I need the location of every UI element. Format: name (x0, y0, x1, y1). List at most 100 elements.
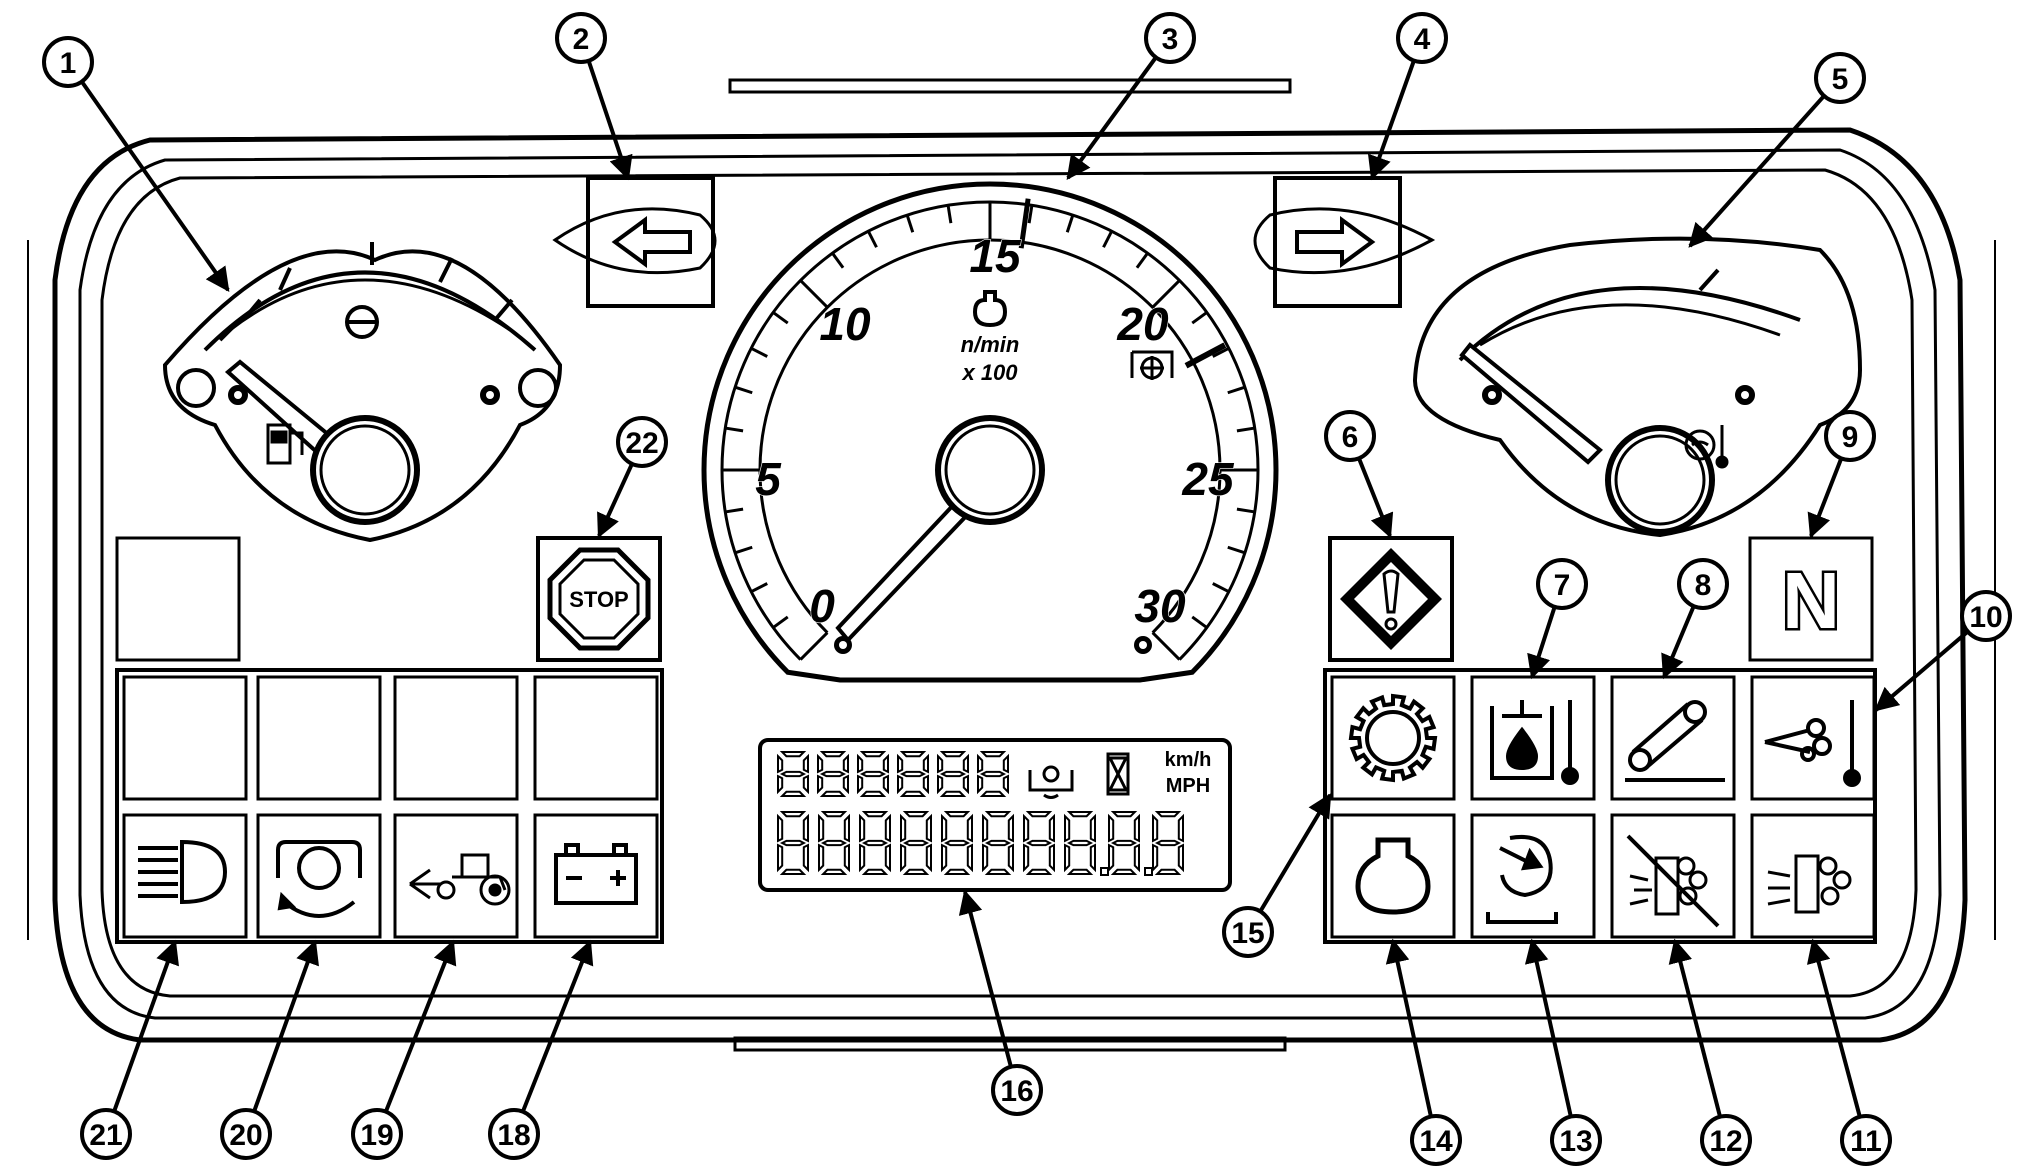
svg-text:30: 30 (1134, 580, 1186, 632)
engine-oil-icon (972, 290, 1008, 328)
tachometer-scale-label-20: 20 (1116, 297, 1170, 350)
air-restriction-indicator (1470, 813, 1596, 939)
tachometer-scale-label-15: 15 (969, 229, 1023, 282)
drive-belt-indicator (1610, 675, 1736, 801)
callout-3: 3 (1066, 12, 1196, 180)
callout-label-11: 11 (1850, 1125, 1882, 1158)
neutral-label: N (1782, 556, 1840, 645)
callout-14: 14 (1385, 938, 1462, 1166)
glow-plug-crossed-icon (1626, 834, 1720, 928)
tachometer-unit-multiplier: x 100 (961, 360, 1018, 385)
callout-18: 18 (488, 939, 594, 1160)
engine-oil-pressure-indicator (1330, 813, 1456, 939)
turbo-icon (1486, 835, 1558, 924)
blank-indicator-2 (256, 675, 382, 801)
air-filter-icon (1767, 854, 1852, 914)
callout-4: 4 (1367, 12, 1448, 181)
air-filter-clogged-indicator (1750, 813, 1876, 939)
blank-indicator-4 (533, 675, 659, 801)
callout-15: 15 (1222, 792, 1332, 958)
battery-icon (554, 843, 638, 905)
callout-label-14: 14 (1419, 1125, 1453, 1158)
callout-label-13: 13 (1559, 1125, 1592, 1158)
callout-label-12: 12 (1709, 1125, 1742, 1158)
headlight-icon (138, 839, 228, 905)
callout-label-1: 1 (60, 47, 77, 80)
callout-label-9: 9 (1842, 421, 1859, 454)
svg-text:0: 0 (809, 580, 835, 632)
hourglass-icon (1106, 752, 1130, 796)
svg-text:10: 10 (819, 298, 871, 350)
callout-22: 22 (597, 416, 668, 539)
callout-8: 8 (1661, 558, 1729, 680)
callout-label-21: 21 (89, 1119, 122, 1152)
callout-label-22: 22 (625, 427, 658, 460)
callout-label-6: 6 (1342, 421, 1359, 454)
tachometer-scale-label-5: 5 (755, 452, 783, 505)
callout-label-16: 16 (1000, 1075, 1033, 1108)
stop-label: STOP (569, 587, 629, 612)
neutral-indicator: N (1748, 536, 1874, 662)
lcd-odometer-row (777, 751, 1009, 797)
air-intake-temperature-icon (1764, 700, 1861, 787)
tachometer-scale-label-30: 30 (1134, 579, 1187, 632)
pto-engaged-indicator (256, 813, 382, 939)
battery-charge-indicator (533, 813, 659, 939)
callout-label-3: 3 (1162, 23, 1179, 56)
hydraulic-oil-temperature-icon (1490, 700, 1579, 785)
blank-indicator-1 (122, 675, 248, 801)
tachometer-hub (935, 415, 1045, 525)
headlight-high-beam-indicator (122, 813, 248, 939)
tachometer-scale-label-10: 10 (819, 297, 872, 350)
svg-text:15: 15 (969, 230, 1022, 282)
transmission-indicator (1330, 675, 1456, 801)
callout-label-4: 4 (1414, 23, 1431, 56)
tachometer-scale-label-0: 0 (809, 579, 836, 632)
callout-9: 9 (1807, 410, 1876, 539)
callout-21: 21 (80, 939, 179, 1160)
callout-label-18: 18 (497, 1119, 530, 1152)
callout-6: 6 (1324, 410, 1394, 539)
stop-warning-indicator: STOP (536, 536, 662, 662)
callout-12: 12 (1668, 938, 1752, 1166)
lcd-main-row (777, 811, 1184, 876)
fuel-gauge (162, 242, 563, 543)
arrow-right-icon (1295, 216, 1376, 268)
tachometer-ticks (720, 198, 1260, 661)
callout-10: 10 (1874, 590, 2012, 712)
turn-right-indicator (1253, 176, 1436, 308)
callout-label-8: 8 (1695, 569, 1712, 602)
svg-text:20: 20 (1116, 298, 1169, 350)
callout-20: 20 (220, 939, 319, 1160)
svg-text:25: 25 (1181, 453, 1235, 505)
svg-text:5: 5 (755, 453, 782, 505)
lcd-unit-mph: MPH (1166, 775, 1210, 797)
callout-1: 1 (42, 36, 230, 292)
master-warning-indicator (1328, 536, 1454, 662)
right-warning-panel (1323, 668, 1877, 944)
callout-label-2: 2 (573, 23, 590, 56)
pto-icon (1130, 350, 1174, 380)
air-filter-temperature-indicator (1750, 675, 1876, 801)
callout-label-10: 10 (1969, 601, 2002, 634)
trailer-indicator (393, 813, 519, 939)
callout-16: 16 (958, 889, 1043, 1116)
callout-19: 19 (351, 939, 457, 1160)
callout-11: 11 (1806, 938, 1892, 1166)
tachometer-scale-label-25: 25 (1181, 452, 1236, 505)
callout-label-19: 19 (360, 1119, 393, 1152)
callout-5: 5 (1688, 52, 1866, 248)
callout-label-20: 20 (229, 1119, 262, 1152)
glow-plug-off-indicator (1610, 813, 1736, 939)
blank-indicator-left-top (115, 536, 241, 662)
lcd-pto-icon (1028, 765, 1074, 799)
callout-label-15: 15 (1231, 917, 1264, 950)
arrow-left-icon (611, 216, 692, 268)
callout-label-7: 7 (1554, 569, 1571, 602)
drive-belt-icon (1625, 700, 1725, 782)
left-warning-panel (115, 668, 664, 944)
coolant-temperature-icon (1684, 425, 1729, 469)
tachometer-unit-rpm: n/min (961, 332, 1020, 357)
